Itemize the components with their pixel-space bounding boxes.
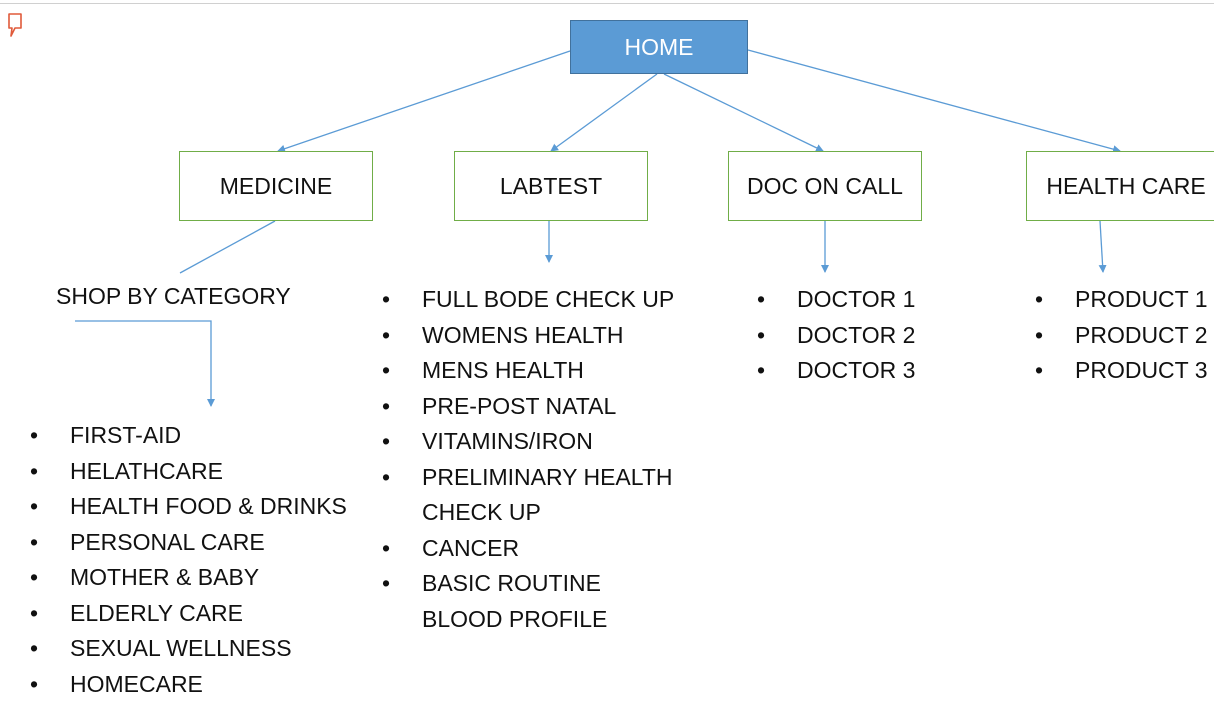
list-item: DOCTOR 2 [757,318,957,354]
list-item: PERSONAL CARE [30,525,390,561]
connector-category-list [75,321,211,406]
list-item: PRODUCT 2 [1035,318,1214,354]
list-item: WOMENS HEALTH [382,318,692,354]
doctor-list: DOCTOR 1 DOCTOR 2 DOCTOR 3 [757,282,957,389]
connector-home-labtest [551,74,657,151]
shop-by-category-label: SHOP BY CATEGORY [56,283,291,310]
list-item: MOTHER & BABY [30,560,390,596]
list-item: PRODUCT 3 [1035,353,1214,389]
list-item: HEALTH FOOD & DRINKS [30,489,390,525]
list-item: PRE-POST NATAL [382,389,692,425]
list-item: FULL BODE CHECK UP [382,282,692,318]
doc-on-call-node-label: DOC ON CALL [747,173,903,200]
home-node-label: HOME [625,34,694,61]
connector-medicine-category [180,221,275,273]
list-item: PRELIMINARY HEALTH CHECK UP [382,460,692,531]
product-list: PRODUCT 1 PRODUCT 2 PRODUCT 3 [1035,282,1214,389]
labtest-node: LABTEST [454,151,648,221]
list-item: HELATHCARE [30,454,390,490]
health-care-node: HEALTH CARE [1026,151,1214,221]
list-item: SEXUAL WELLNESS [30,631,390,667]
health-care-node-label: HEALTH CARE [1046,173,1205,200]
list-item: CANCER [382,531,692,567]
connector-home-doc [664,74,823,151]
list-item: DOCTOR 1 [757,282,957,318]
doc-on-call-node: DOC ON CALL [728,151,922,221]
medicine-node: MEDICINE [179,151,373,221]
list-item: FIRST-AID [30,418,390,454]
home-node: HOME [570,20,748,74]
list-item: MENS HEALTH [382,353,692,389]
connector-health-list [1100,221,1103,272]
connector-home-medicine [278,51,570,151]
list-item: VITAMINS/IRON [382,424,692,460]
connector-home-health [748,50,1120,151]
medicine-category-list: FIRST-AID HELATHCARE HEALTH FOOD & DRINK… [30,418,390,702]
labtest-node-label: LABTEST [500,173,602,200]
list-item: PRODUCT 1 [1035,282,1214,318]
list-item: HOMECARE [30,667,390,702]
labtest-list: FULL BODE CHECK UP WOMENS HEALTH MENS HE… [382,282,692,637]
list-item: DOCTOR 3 [757,353,957,389]
list-item: BASIC ROUTINE BLOOD PROFILE [382,566,632,637]
list-item: ELDERLY CARE [30,596,390,632]
medicine-node-label: MEDICINE [220,173,332,200]
